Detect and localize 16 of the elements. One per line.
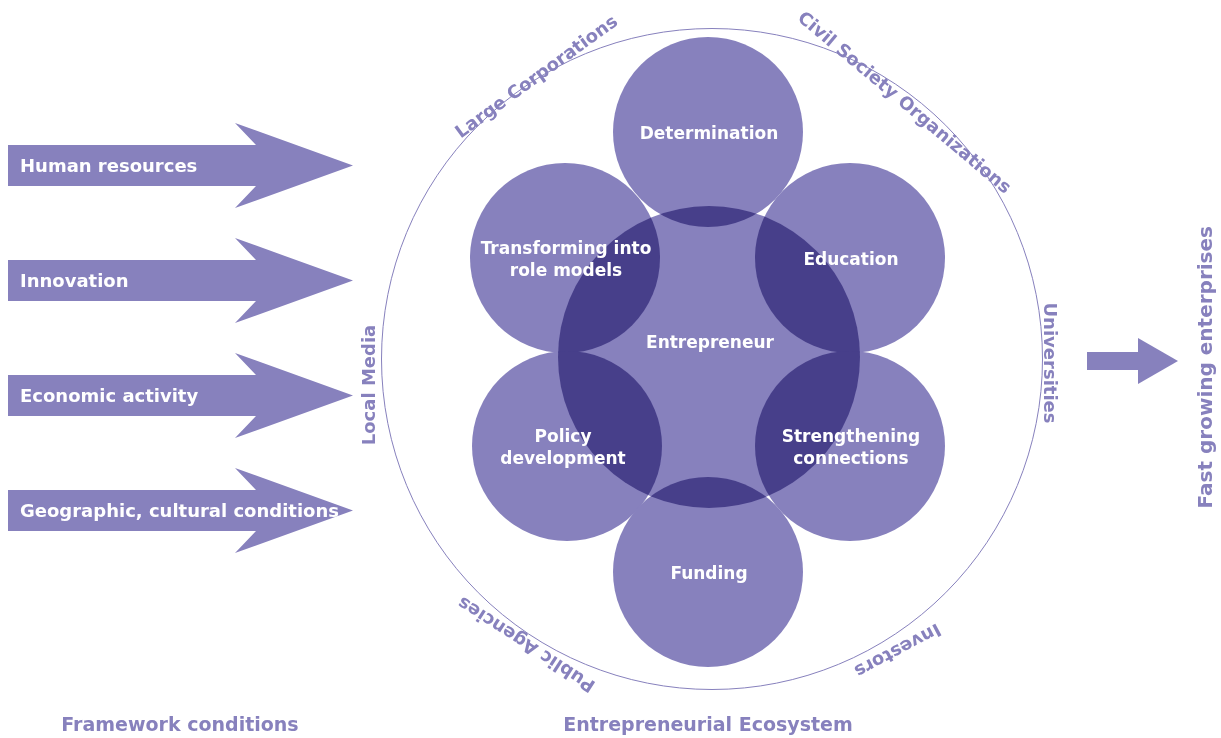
outcome-label: Fast growing enterprises xyxy=(1192,225,1218,509)
arrow-label: Economic activity xyxy=(19,383,199,408)
circle-label: Education xyxy=(803,247,899,271)
section-caption: Entrepreneurial Ecosystem xyxy=(563,713,853,735)
arrow-label: Geographic, cultural conditions xyxy=(19,498,339,523)
circle-label: Policy development xyxy=(499,424,627,470)
circle-label: Determination xyxy=(639,121,779,145)
section-caption: Framework conditions xyxy=(61,713,299,735)
circle-label: Entrepreneur xyxy=(646,330,774,354)
ring-label: Universities xyxy=(1039,302,1061,424)
arrow-label: Innovation xyxy=(19,268,129,293)
circle-label: Funding xyxy=(670,561,748,585)
circle-label: Transforming into role models xyxy=(479,236,653,282)
circle-label: Strengthening connections xyxy=(780,424,922,470)
ring-label: Local Media xyxy=(357,324,379,446)
arrow-label: Human resources xyxy=(19,153,198,178)
